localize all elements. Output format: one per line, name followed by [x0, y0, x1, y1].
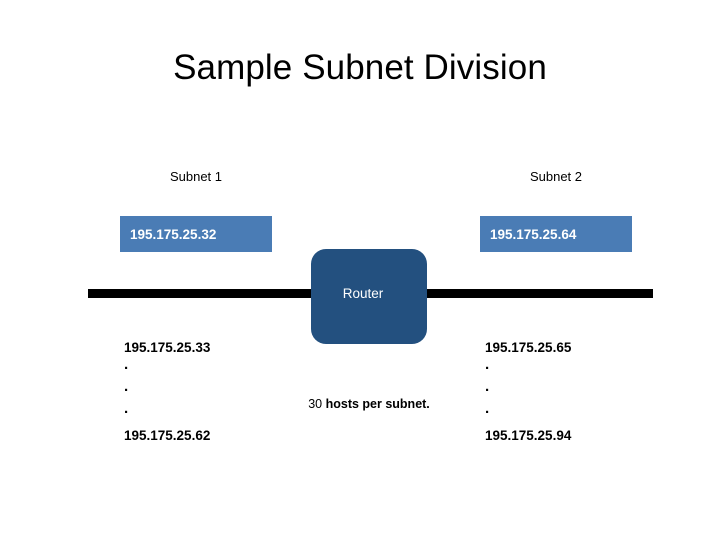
hosts-per-subnet-note: 30 hosts per subnet.	[244, 397, 494, 411]
hosts-per-subnet-count: 30	[308, 397, 323, 411]
subnet-1-host-range: 195.175.25.33 · · · 195.175.25.62	[124, 341, 210, 451]
subnet-2-host-last: 195.175.25.94	[485, 428, 572, 443]
subnet-1-ellipsis-dot-1: ·	[124, 360, 129, 377]
hosts-per-subnet-text: hosts per subnet.	[322, 397, 430, 411]
subnet-1-ellipsis-dot-2: ·	[124, 382, 129, 399]
router-label: Router	[342, 286, 384, 301]
subnet-1-host-first: 195.175.25.33	[124, 340, 211, 355]
subnet-2-host-first: 195.175.25.65	[485, 340, 572, 355]
subnet-1-ellipsis-dot-3: ·	[124, 404, 129, 421]
router-node	[311, 249, 427, 344]
subnet-1-caption: Subnet 1	[169, 169, 223, 184]
subnet-2-ellipsis-dot-1: ·	[485, 360, 490, 377]
page-title: Sample Subnet Division	[173, 48, 547, 87]
subnet-2-network-address-box: 195.175.25.64	[480, 216, 632, 252]
subnet-2-network-address: 195.175.25.64	[490, 226, 577, 242]
subnet-1-network-address-box: 195.175.25.32	[120, 216, 272, 252]
subnet-2-host-range: 195.175.25.65 · · · 195.175.25.94	[485, 341, 571, 451]
subnet-2-ellipsis-dot-2: ·	[485, 382, 490, 399]
subnet-1-host-last: 195.175.25.62	[124, 428, 211, 443]
subnet-2-caption: Subnet 2	[529, 169, 583, 184]
subnet-1-network-address: 195.175.25.32	[130, 226, 217, 242]
subnet-2-ellipsis-dot-3: ·	[485, 404, 490, 421]
